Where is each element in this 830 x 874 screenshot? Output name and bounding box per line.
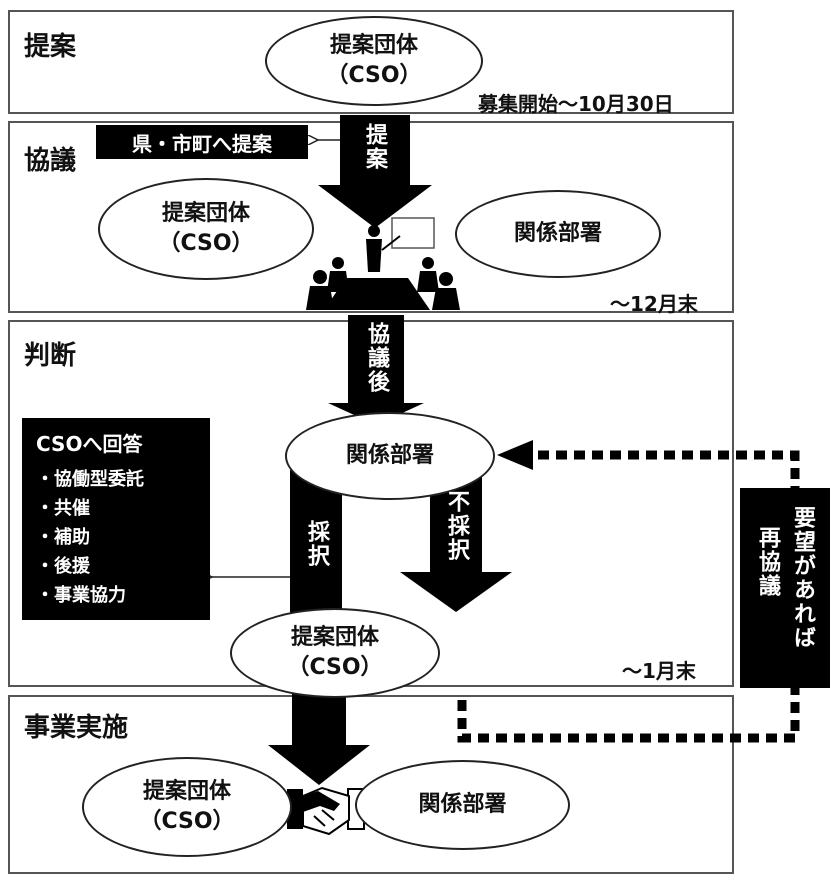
answer-item: ・補助 [36,527,90,548]
judgment-org-abbr: （CSO） [287,655,383,680]
adopt-arrow [290,470,342,615]
judgment-deadline: ～1月末 [622,659,696,683]
consultation-org-name: 提案団体 [161,201,250,227]
cso-answer-title: CSOへ回答 [36,432,143,456]
proposal-org-name: 提案団体 [329,33,418,59]
after-consultation-arrow [328,315,424,425]
consultation-deadline: ～12月末 [610,292,698,316]
answer-item: ・事業協力 [36,585,126,606]
cso-answer-list: ・協働型委託 ・共催 ・補助 ・後援 ・事業協力 [36,465,196,610]
judgment-dept-ellipse: 関係部署 [285,412,495,500]
reconsult-dotted-line [457,450,800,743]
proposal-org-abbr: （CSO） [326,63,422,88]
implementation-org-name: 提案団体 [142,779,231,805]
reconsult-arrowhead [497,440,533,470]
consultation-cso-ellipse: 提案団体 （CSO） [98,178,314,280]
pref-city-proposal-label: 県・市町へ提案 [132,131,272,156]
judgment-org-name: 提案団体 [290,625,379,651]
reject-arrow [400,470,512,612]
reconsult-label: 再協議 [755,526,780,598]
consultation-org-abbr: （CSO） [158,231,254,256]
reconsult-box: 要望があれば 再協議 [740,488,830,688]
section-label-consultation: 協議 [24,146,77,176]
implementation-dept-label: 関係部署 [418,792,507,818]
handshake-icon [287,786,365,836]
judgment-cso-ellipse: 提案団体 （CSO） [230,608,440,698]
meeting-illustration [306,217,460,310]
implementation-org-abbr: （CSO） [139,809,235,834]
cso-answer-box: CSOへ回答 ・協働型委託 ・共催 ・補助 ・後援 ・事業協力 [22,418,210,620]
implementation-cso-ellipse: 提案団体 （CSO） [82,757,292,857]
answer-item: ・協働型委託 [36,469,144,490]
adopt-label: 採択 [304,520,329,568]
answer-item: ・共催 [36,498,90,519]
section-label-implementation: 事業実施 [24,713,129,743]
if-requested-label: 要望があれば [790,506,815,650]
proposal-cso-ellipse: 提案団体 （CSO） [265,16,483,106]
proposal-arrow [318,115,432,228]
section-label-proposal: 提案 [24,32,77,62]
judgment-dept-label: 関係部署 [345,443,434,469]
section-label-judgment: 判断 [24,341,77,371]
consultation-dept-label: 関係部署 [513,221,602,247]
after-consultation-label: 協議後 [364,322,389,394]
reject-label: 不採択 [444,490,469,562]
answer-item: ・後援 [36,556,90,577]
pref-city-proposal-box: 県・市町へ提案 [96,125,308,159]
implementation-dept-ellipse: 関係部署 [355,760,570,850]
implementation-arrow [268,688,370,785]
proposal-deadline: 募集開始～10月30日 [478,92,674,116]
consultation-dept-ellipse: 関係部署 [455,190,661,278]
proposal-arrow-label: 提案 [362,123,387,171]
